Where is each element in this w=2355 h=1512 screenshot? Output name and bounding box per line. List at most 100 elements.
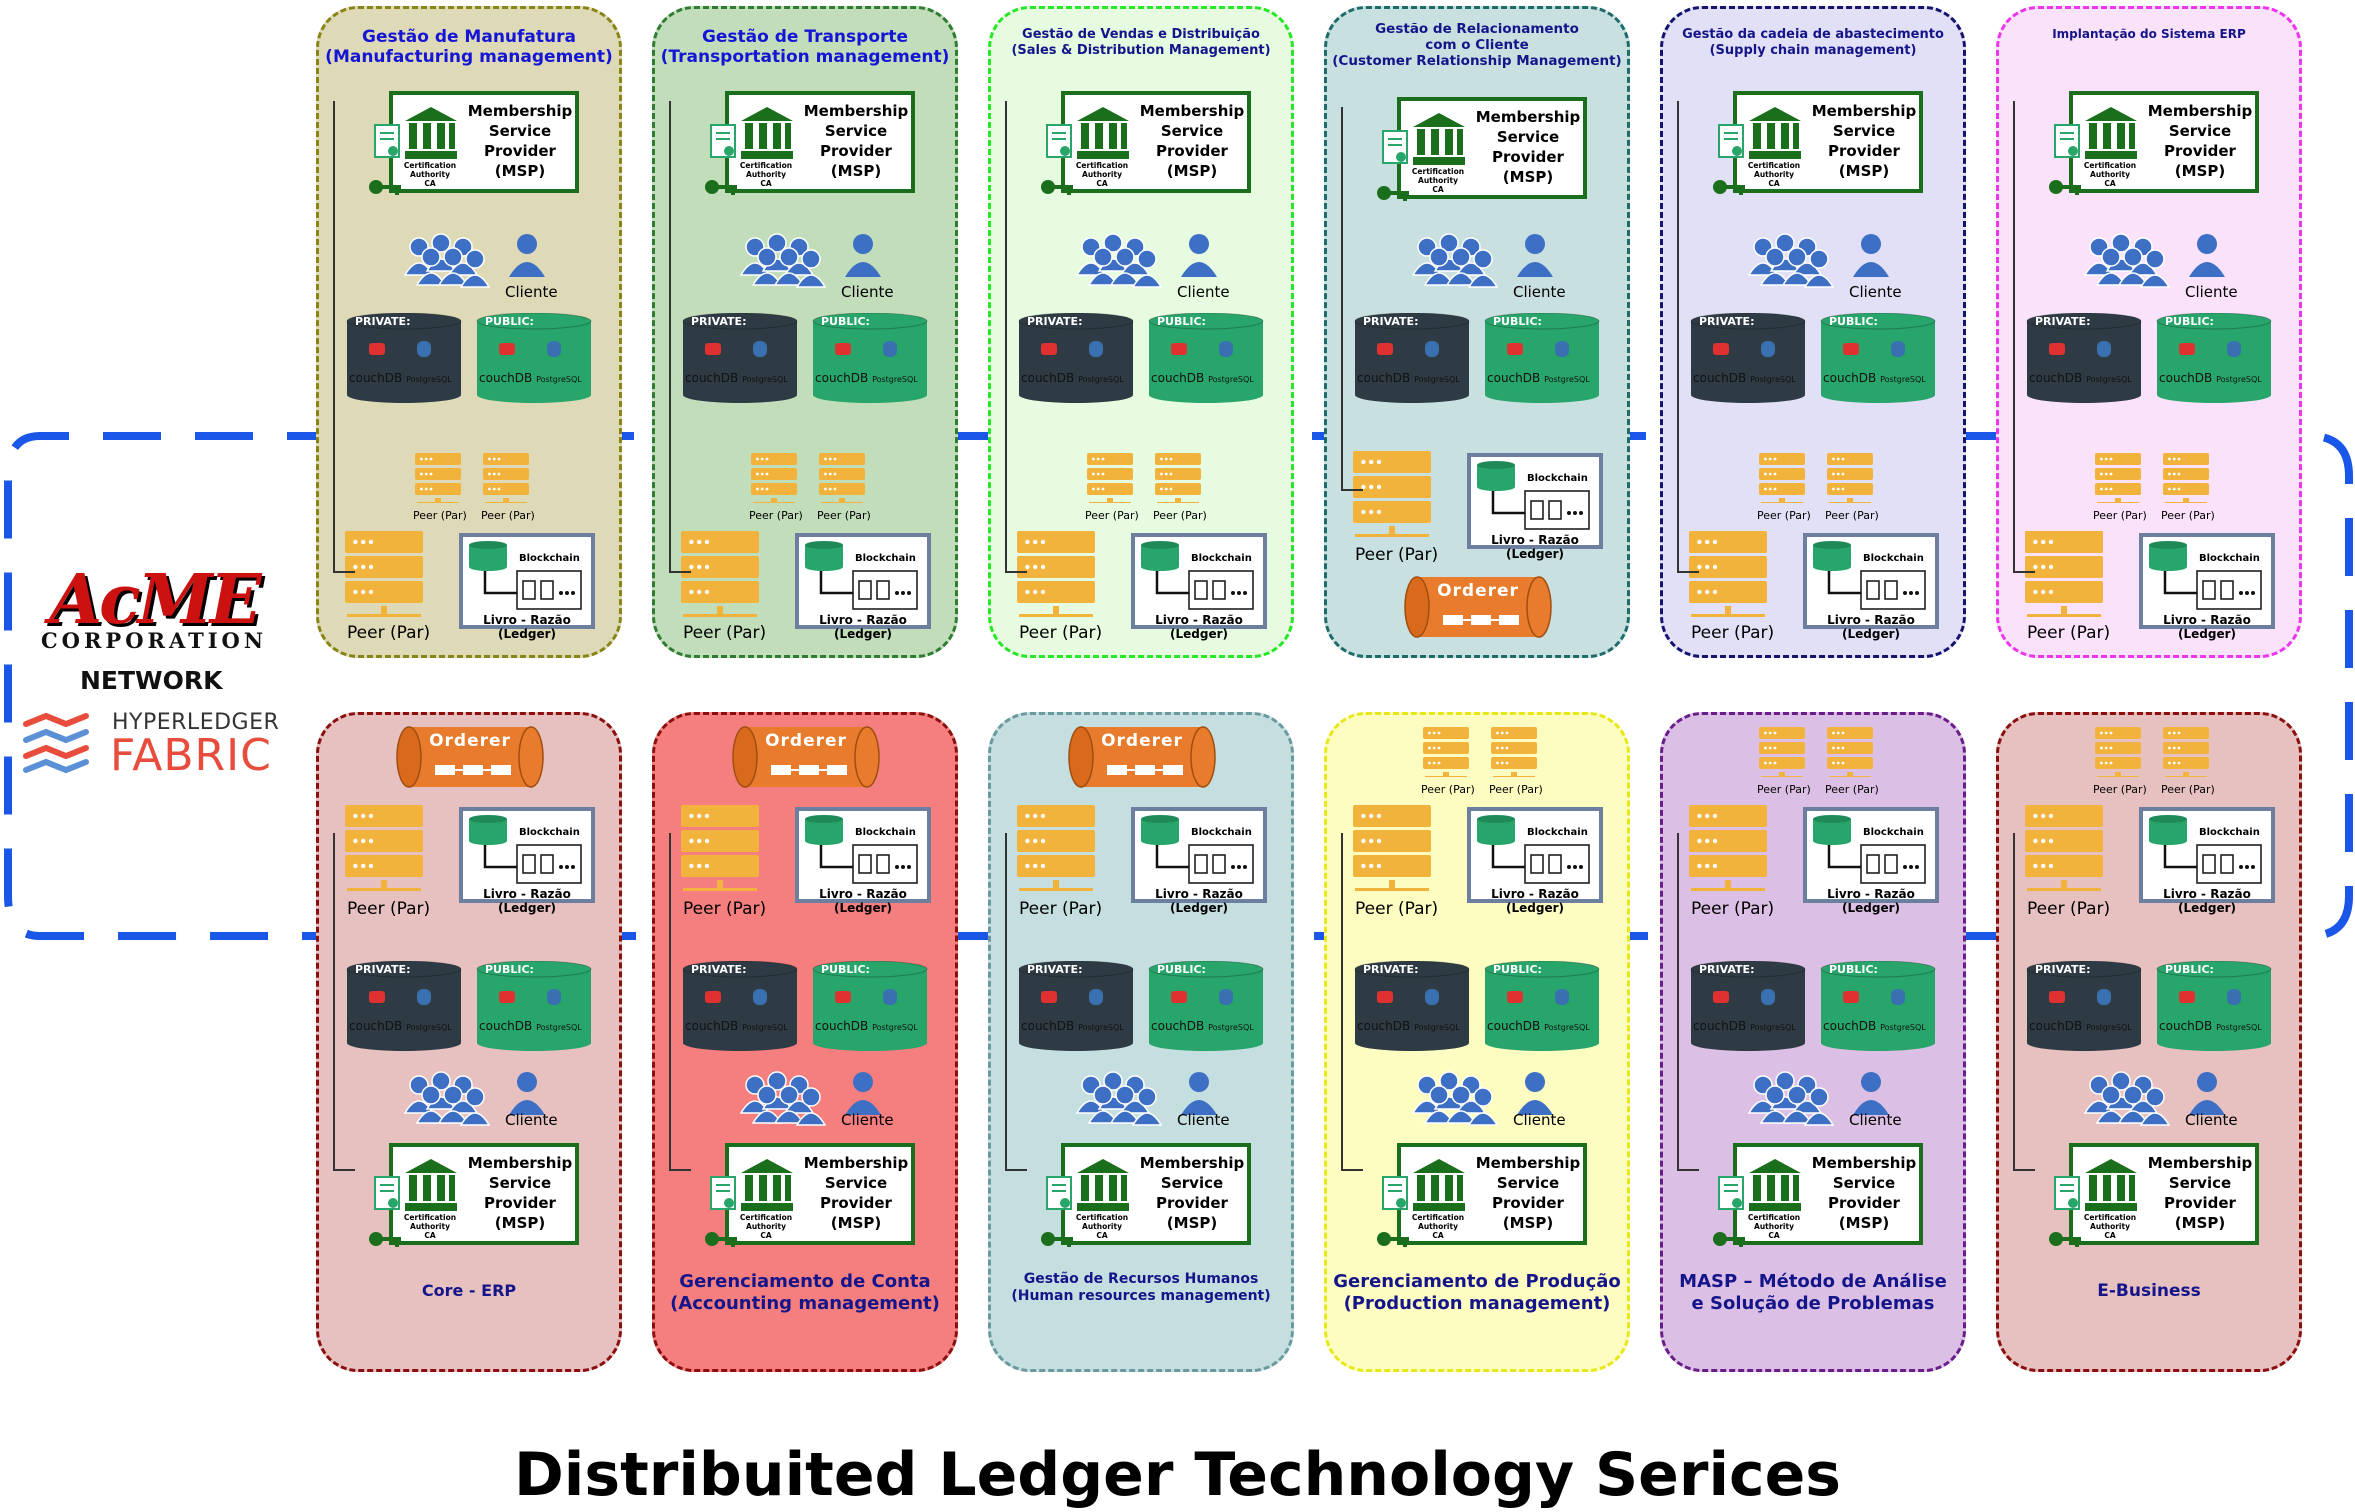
peer-label: Peer (Par) (1825, 509, 1879, 522)
private-label: PRIVATE: (691, 315, 747, 328)
msp-title-line: Provider (820, 142, 892, 160)
blockchain-icon (463, 815, 591, 893)
peer-label: Peer (Par) (2093, 783, 2147, 796)
msp-title-line: Provider (2164, 1194, 2236, 1212)
server-icon (1491, 727, 1537, 781)
connector-line (1341, 107, 1363, 491)
peer-label: Peer (Par) (2093, 509, 2147, 522)
msp-title-line: Provider (1828, 142, 1900, 160)
public-database: PUBLIC:couchDB PostgreSQL (1147, 313, 1265, 405)
ledger-label: Livro - Razão (Ledger) (1155, 613, 1243, 641)
key-icon (2047, 175, 2083, 203)
msp-title-line: Service (1496, 1174, 1560, 1192)
peer-label: Peer (Par) (2161, 509, 2215, 522)
database-engines: couchDB PostgreSQL (349, 1019, 461, 1033)
peer-label: Peer (Par) (1085, 509, 1139, 522)
msp-title-line: Membership (1475, 1154, 1581, 1172)
ca-label-line: Authority (1418, 1222, 1458, 1231)
server-icon (1087, 453, 1133, 507)
client-label: Cliente (1177, 283, 1230, 301)
database-engines: couchDB PostgreSQL (1693, 1019, 1805, 1033)
private-label: PRIVATE: (1699, 963, 1755, 976)
server-icon (1017, 805, 1095, 895)
blockchain-icon (1807, 815, 1935, 893)
ledger-label: Livro - Razão (Ledger) (1827, 887, 1915, 915)
certificate-icon (1381, 129, 1411, 171)
public-label: PUBLIC: (1493, 315, 1542, 328)
ca-label-line: CA (1096, 1231, 1108, 1240)
connector-line (333, 101, 355, 573)
bank-icon (739, 105, 795, 165)
public-database: PUBLIC:couchDB PostgreSQL (475, 961, 593, 1053)
private-database: PRIVATE:couchDB PostgreSQL (345, 961, 463, 1053)
certificate-icon (1045, 1175, 1075, 1217)
panel-title-line: (Supply chain management) (1709, 42, 1917, 58)
couchdb-label: couchDB (2029, 371, 2083, 385)
top-service-panel[interactable]: Gestão de Manufatura(Manufacturing manag… (316, 6, 622, 658)
ca-label-line: Authority (746, 170, 786, 179)
msp-title-line: (MSP) (830, 162, 882, 180)
private-database: PRIVATE:couchDB PostgreSQL (681, 313, 799, 405)
msp-title-line: Service (488, 1174, 552, 1192)
msp-title-line: Service (2168, 1174, 2232, 1192)
top-service-panel[interactable]: Gestão de Transporte(Transportation mana… (652, 6, 958, 658)
server-icon (1155, 453, 1201, 507)
postgres-label: PostgreSQL (872, 375, 918, 384)
msp-title-line: Membership (467, 1154, 573, 1172)
msp-title-line: Membership (1811, 1154, 1917, 1172)
database-engines: couchDB PostgreSQL (1487, 371, 1599, 385)
ca-label-line: CA (1768, 179, 1780, 188)
connector-line (669, 833, 691, 1171)
bank-icon (739, 1157, 795, 1217)
top-service-panel[interactable]: Gestão de Vendas e Distribuição(Sales & … (988, 6, 1294, 658)
msp-title-line: Provider (1156, 1194, 1228, 1212)
panel-title-line: Core - ERP (421, 1281, 517, 1300)
postgres-label: PostgreSQL (1208, 375, 1254, 384)
client-icon (843, 233, 883, 283)
bank-icon (2083, 1157, 2139, 1217)
msp-title-line: Service (824, 1174, 888, 1192)
couchdb-label: couchDB (1357, 1019, 1411, 1033)
msp-title-line: Membership (1475, 108, 1581, 126)
private-database: PRIVATE:couchDB PostgreSQL (345, 313, 463, 405)
server-icon (2163, 453, 2209, 507)
top-service-panel[interactable]: Gestão da cadeia de abastecimento(Supply… (1660, 6, 1966, 658)
panel-title-line: Gestão de Recursos Humanos (1023, 1271, 1259, 1287)
key-icon (1039, 175, 1075, 203)
public-database: PUBLIC:couchDB PostgreSQL (1819, 961, 1937, 1053)
certificate-icon (709, 1175, 739, 1217)
server-icon (2025, 531, 2103, 621)
public-label: PUBLIC: (821, 315, 870, 328)
server-icon (1827, 727, 1873, 781)
users-group-icon (1739, 229, 1839, 295)
blockchain-label: Blockchain (1527, 827, 1588, 838)
ca-label-line: CA (424, 179, 436, 188)
msp-title-line: (MSP) (1502, 168, 1554, 186)
public-label: PUBLIC: (2165, 963, 2214, 976)
msp-title-line: Service (1832, 122, 1896, 140)
private-database: PRIVATE:couchDB PostgreSQL (1689, 313, 1807, 405)
blockchain-icon (2143, 815, 2271, 893)
hyperledger-wordmark: HYPERLEDGER (112, 710, 280, 735)
blockchain-icon (799, 541, 927, 619)
msp-title-line: (MSP) (1838, 162, 1890, 180)
server-icon (681, 805, 759, 895)
database-engines: couchDB PostgreSQL (2159, 371, 2271, 385)
key-icon (1711, 175, 1747, 203)
